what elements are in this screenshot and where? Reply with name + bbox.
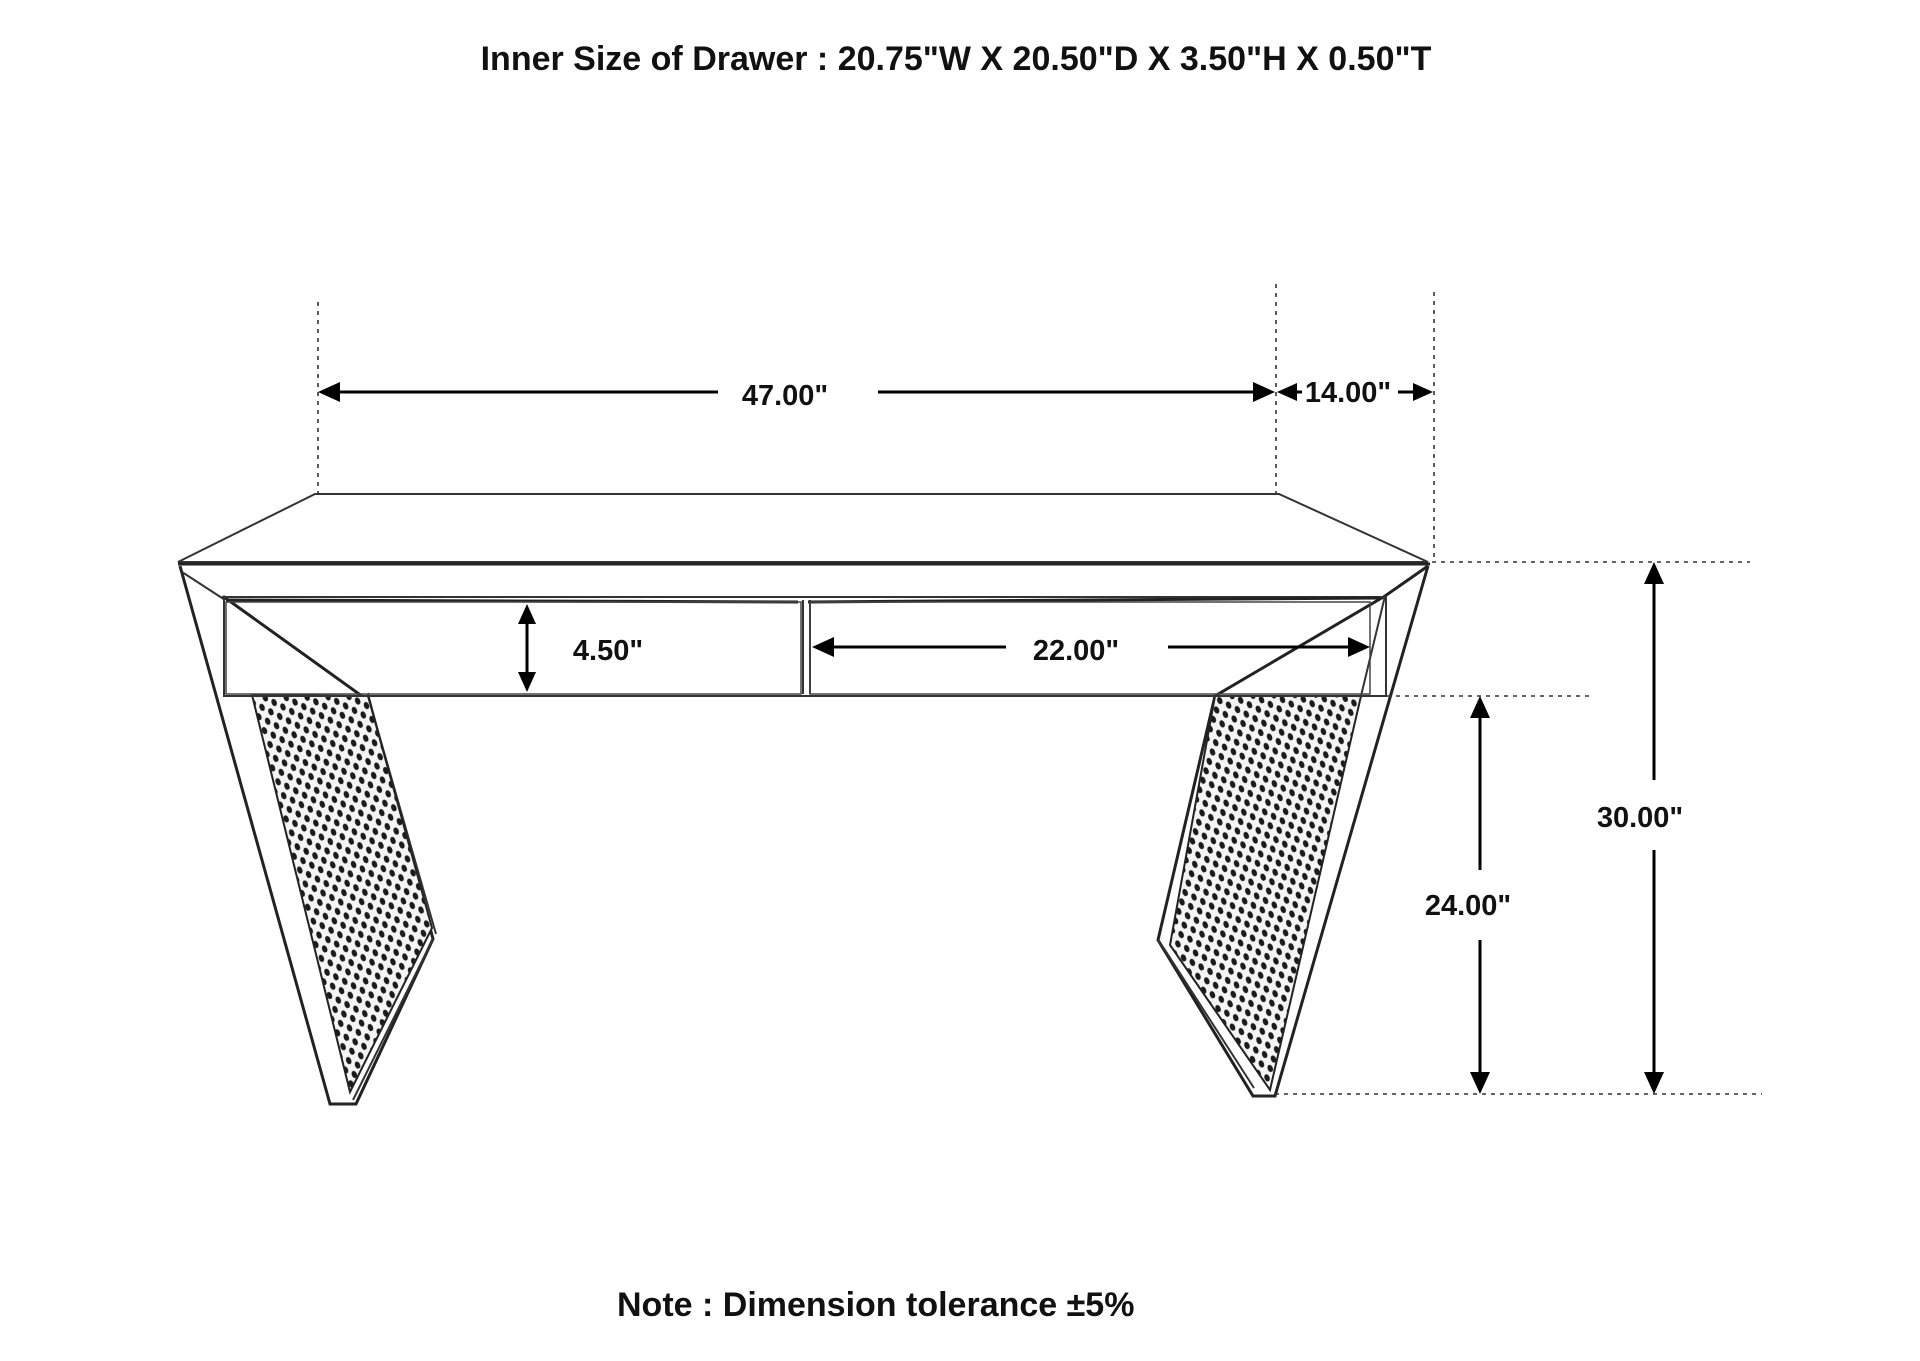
drawer-height-label: 4.50": [573, 635, 643, 667]
dimension-clearance-height: 24.00": [1425, 696, 1511, 1094]
clearance-height-label: 24.00": [1425, 890, 1511, 922]
total-height-label: 30.00": [1597, 802, 1683, 834]
extension-lines: [317, 284, 1762, 1095]
tolerance-note: Note : Dimension tolerance ±5%: [617, 1286, 1134, 1324]
left-leg-woven-panel: [250, 693, 434, 1095]
dimension-drawer-width: 22.00": [812, 635, 1370, 667]
right-drawer-front: [809, 601, 1371, 695]
apron-frame: [223, 596, 1387, 697]
desk-drawing: [177, 493, 1430, 1106]
drawer-width-label: 22.00": [1033, 635, 1119, 667]
depth-label: 14.00": [1305, 377, 1391, 409]
dimension-total-height: 30.00": [1597, 562, 1683, 1094]
desk-top-surface: [177, 493, 1429, 563]
width-label: 47.00": [742, 380, 828, 412]
dimension-depth: 14.00": [1277, 377, 1433, 409]
dimension-drawer-height: 4.50": [518, 604, 643, 692]
drawer-inner-size-title: Inner Size of Drawer : 20.75"W X 20.50"D…: [481, 40, 1432, 78]
left-drawer-front: [225, 601, 802, 695]
dimension-width: 47.00": [318, 380, 1275, 412]
